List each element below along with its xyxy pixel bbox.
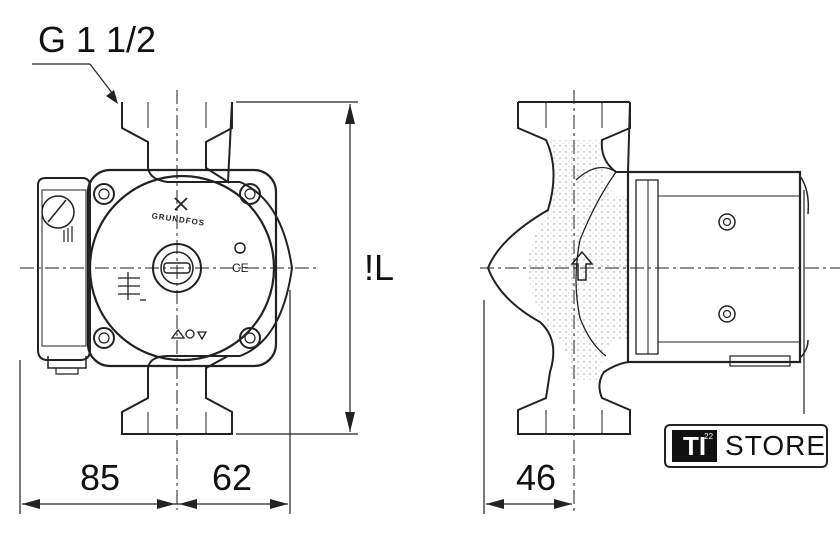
side-motor-body	[626, 170, 802, 364]
bolt-bottom-left	[93, 327, 115, 349]
dim-middle-label: 62	[212, 457, 252, 498]
bolt-top-right	[239, 183, 261, 205]
front-bottom-dimensions	[19, 290, 291, 514]
dim-arrow-right-icon	[270, 499, 288, 509]
store-name: STORE	[725, 430, 826, 461]
dim-side-label: 46	[516, 457, 556, 498]
speed-selector-icon	[118, 272, 146, 301]
store-logo-text: TI	[682, 430, 707, 461]
side-view	[486, 101, 810, 435]
mode-icons	[170, 328, 208, 341]
thread-leader	[32, 63, 117, 99]
dim-arrow-left-icon	[22, 499, 40, 509]
height-arrow-bottom-icon	[345, 412, 355, 432]
height-dimension	[236, 101, 358, 435]
side-dim-arrow-left-icon	[486, 499, 504, 509]
dial-icon	[41, 195, 75, 229]
brand-text: GRUNDFOS	[151, 211, 206, 227]
bolt-bottom-right	[239, 327, 261, 349]
front-centerlines	[20, 90, 318, 510]
bolt-top-left	[93, 183, 115, 205]
store-logo: TI 22	[672, 430, 718, 462]
thread-label: G 1 1/2	[38, 19, 156, 60]
terminal-box	[37, 177, 91, 361]
height-arrow-top-icon	[345, 104, 355, 124]
store-badge: TI 22 STORE	[664, 424, 828, 468]
side-screw-bottom	[718, 305, 736, 323]
side-housing-fill	[528, 140, 628, 380]
side-housing-outline	[486, 102, 631, 435]
flow-arrow-icon	[570, 250, 594, 281]
side-centerlines	[480, 90, 840, 514]
dim-arrow-mid-left-icon	[157, 499, 175, 509]
side-screw-top	[718, 213, 736, 231]
store-logo-sup: 22	[704, 432, 714, 441]
height-label: !L	[364, 247, 394, 288]
thread-arrow-icon	[106, 90, 118, 104]
dim-arrow-mid-right-icon	[179, 499, 197, 509]
indicator-dot	[234, 242, 246, 254]
dim-left-label: 85	[80, 457, 120, 498]
side-dim-arrow-right-icon	[554, 499, 572, 509]
